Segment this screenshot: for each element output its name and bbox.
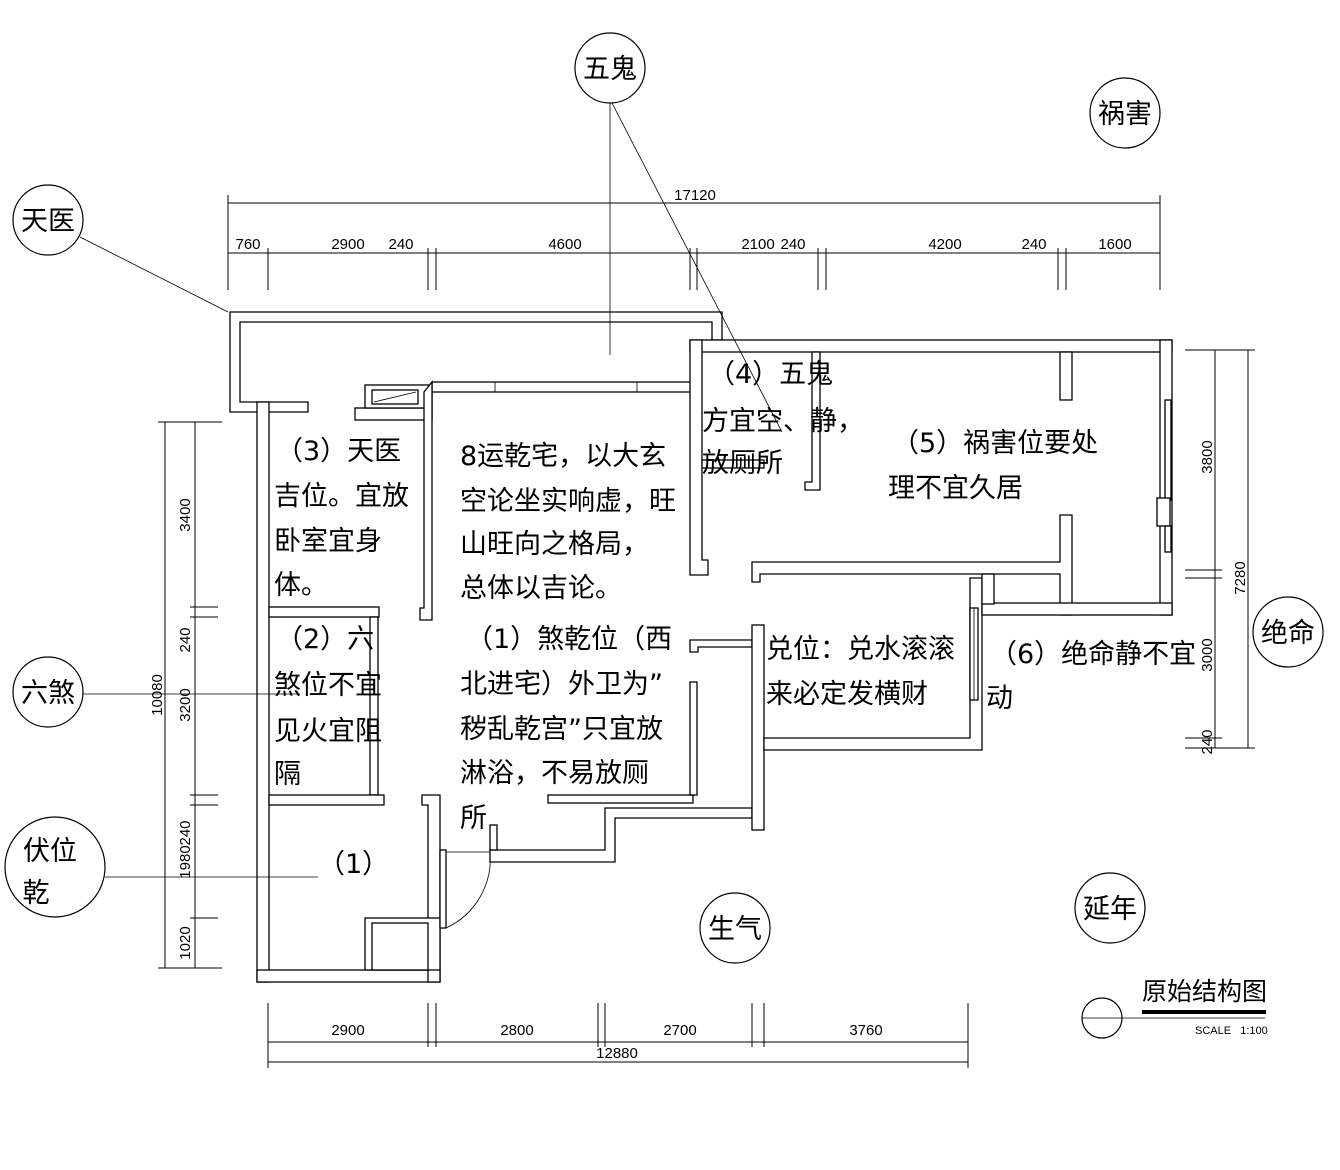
dim-top: 240	[388, 236, 413, 253]
dim-bottom: 2900	[331, 1022, 364, 1039]
window-east-1	[1164, 399, 1172, 501]
svg-text:延年: 延年	[1083, 894, 1137, 925]
marker-huohai: 祸害	[1089, 77, 1161, 149]
note-dui-room: 兑位：兑水滚滚 来必定发横财	[766, 634, 964, 710]
dim-top: 240	[1021, 236, 1046, 253]
svg-text:绝命: 绝命	[1261, 618, 1315, 649]
bedroom3-right-wall	[419, 380, 433, 621]
dimensions: 17120 760 2900 240 4600 2100 240 4200 24…	[149, 187, 1255, 1068]
bath-right-wall	[689, 681, 698, 796]
window-pier	[1156, 497, 1171, 527]
bottom-left-wall	[256, 969, 441, 983]
dim-bottom: 3760	[849, 1022, 882, 1039]
marker-jueming: 绝命	[1252, 596, 1324, 668]
note-tianyi-bedroom: （3）天医 吉位。宜放 卧室宜身 体。	[274, 436, 418, 601]
bath-top-stub	[689, 639, 753, 653]
title-block: 原始结构图 SCALE 1:100	[1081, 977, 1268, 1039]
drawing-scale: SCALE 1:100	[1195, 1025, 1268, 1037]
dui-left-wall	[751, 624, 765, 831]
dim-left: 1020	[177, 926, 194, 959]
dim-top: 2900	[331, 236, 364, 253]
dim-left: 1980	[177, 845, 194, 878]
svg-text:伏位: 伏位	[23, 836, 77, 867]
window-east-2	[1164, 525, 1172, 553]
wugui-right-wall	[804, 351, 821, 491]
north-top-wall	[689, 339, 1173, 353]
dim-top: 1600	[1098, 236, 1131, 253]
note-huohai-room: （5）祸害位要处 理不宜久居	[888, 428, 1107, 504]
dim-left-total: 10080	[149, 674, 166, 716]
dim-top: 4200	[928, 236, 961, 253]
marker-liusha: 六煞	[12, 656, 84, 728]
huohai-partition	[1059, 351, 1073, 401]
huohai-bottom-wall	[751, 514, 1073, 616]
marker-yannian: 延年	[1074, 872, 1146, 944]
dim-left: 3400	[177, 498, 194, 531]
balcony-wall	[229, 311, 723, 413]
dim-top: 760	[235, 236, 260, 253]
wugui-bottom-wall	[701, 459, 765, 469]
bath-bottom-wall	[489, 807, 753, 863]
note-entry: （1）	[318, 849, 389, 880]
drawing-title: 原始结构图	[1142, 977, 1267, 1006]
dim-left: 3200	[177, 688, 194, 721]
left-outer-wall	[256, 401, 270, 983]
marker-tianyi: 天医	[12, 184, 84, 256]
wugui-left-wall	[689, 339, 709, 576]
bath-inner-wall	[547, 794, 694, 804]
marker-shengqi: 生气	[699, 892, 771, 964]
bath-left-stub	[489, 824, 498, 851]
room-notes: （3）天医 吉位。宜放 卧室宜身 体。 （2）六 煞位不宜 见火宜阻 隔 （1）…	[274, 359, 1205, 880]
dim-top: 4600	[548, 236, 581, 253]
dim-top: 2100	[741, 236, 774, 253]
dim-right-total: 7280	[1232, 561, 1249, 594]
marker-fuwei: 伏位 乾	[4, 816, 106, 918]
marker-wugui: 五鬼	[574, 32, 646, 104]
note-wugui-room: （4）五鬼 方宜空、静， 放厕所	[702, 359, 873, 479]
dim-right: 3800	[1199, 440, 1216, 473]
dim-right: 3000	[1199, 638, 1216, 671]
living-top-wall	[431, 381, 693, 393]
walls	[229, 311, 1173, 983]
entry-door-frame	[439, 849, 447, 929]
jueming-top-wall	[981, 602, 1173, 616]
svg-text:生气: 生气	[708, 914, 762, 945]
bedroom2-bottom-wall	[268, 794, 385, 806]
bedroom-top-wall	[354, 407, 433, 421]
note-jueming: （6）绝命静不宜 动	[986, 639, 1205, 714]
direction-markers: 五鬼 祸害 天医 六煞 伏位 乾 生气 延年 绝命	[4, 32, 1324, 964]
svg-text:五鬼: 五鬼	[583, 54, 637, 85]
entry-door-swing[interactable]	[445, 851, 491, 929]
jueming-stub	[981, 573, 995, 605]
leader-lines	[79, 102, 783, 878]
entry-cabinet-inner	[371, 922, 429, 971]
svg-text:六煞: 六煞	[21, 678, 75, 709]
dim-top: 240	[780, 236, 805, 253]
bedroom2-top-wall	[268, 606, 380, 618]
note-overview: 8运乾宅，以大玄 空论坐实响虚，旺 山旺向之格局， 总体以吉论。	[460, 441, 685, 604]
note-liusha-room: （2）六 煞位不宜 见火宜阻 隔	[274, 624, 391, 790]
note-qian-bath: （1）煞乾位（西 北进宅）外卫为” 秽乱乾宫”只宜放 淋浴，不易放厕 所	[460, 624, 681, 834]
svg-text:天医: 天医	[21, 206, 75, 237]
dim-bottom-total: 12880	[596, 1045, 638, 1062]
dim-left: 240	[177, 820, 194, 845]
dim-bottom: 2800	[500, 1022, 533, 1039]
dim-left: 240	[177, 627, 194, 652]
dim-right: 240	[1199, 729, 1216, 754]
svg-text:乾: 乾	[23, 878, 50, 909]
svg-text:祸害: 祸害	[1098, 99, 1152, 130]
dim-bottom: 2700	[663, 1022, 696, 1039]
dim-top-total: 17120	[674, 187, 716, 204]
